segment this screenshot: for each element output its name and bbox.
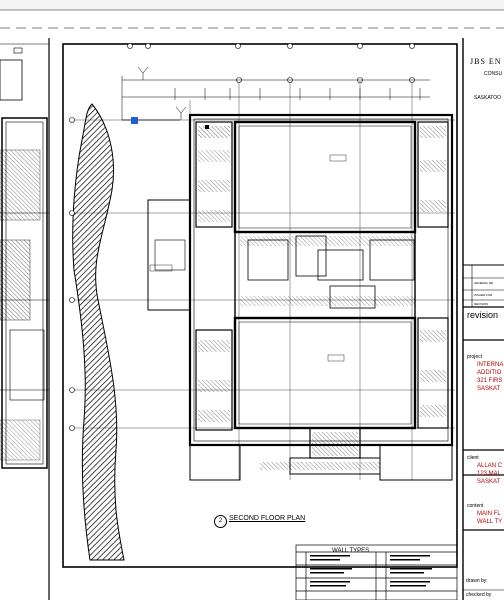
checked-by-label: checked by	[466, 592, 492, 598]
revision-row: GENERAL RE	[474, 281, 494, 285]
project-line: ADDITIO	[477, 370, 502, 376]
client-line: SASKAT	[477, 479, 501, 485]
sheet-frame	[62, 43, 458, 568]
firm-name: JBS EN	[470, 57, 502, 66]
wall-types-rows	[310, 555, 432, 587]
project-line: SASKAT	[477, 386, 501, 392]
revision-row: REVISION	[474, 302, 489, 306]
revision-row: ISSUED FOR	[474, 293, 493, 297]
project-label: project	[467, 354, 483, 360]
plan-details	[149, 125, 446, 470]
wall-types-table	[295, 544, 458, 600]
client-line: 123 MAI	[477, 471, 500, 477]
client-label: client	[467, 455, 479, 461]
title-block-lines	[463, 264, 504, 591]
left-adjacent-sheet	[0, 38, 50, 600]
hatched-wave-shape	[72, 103, 125, 561]
wall-types-title: WALL TYPES	[332, 548, 370, 554]
firm-city: SASKATOO	[474, 95, 502, 101]
plan-number-bubble: 2	[214, 515, 227, 528]
project-line: INTERNA	[477, 362, 504, 368]
plan-title: SECOND FLOOR PLAN	[229, 515, 306, 522]
content-line: MAIN FL	[477, 511, 501, 517]
revision-heading: revision	[467, 310, 499, 320]
client-line: ALLAN C	[477, 463, 503, 469]
project-line: 321 FIRS	[477, 378, 503, 384]
drawn-by-label: drawn by:	[466, 578, 488, 584]
selection-grip[interactable]	[131, 117, 138, 124]
firm-line2: CONSU	[484, 71, 503, 77]
content-line: WALL TY	[477, 519, 503, 525]
viewport-top-strip	[0, 0, 504, 10]
dimension-lines	[121, 66, 430, 121]
content-label: content	[467, 503, 484, 509]
